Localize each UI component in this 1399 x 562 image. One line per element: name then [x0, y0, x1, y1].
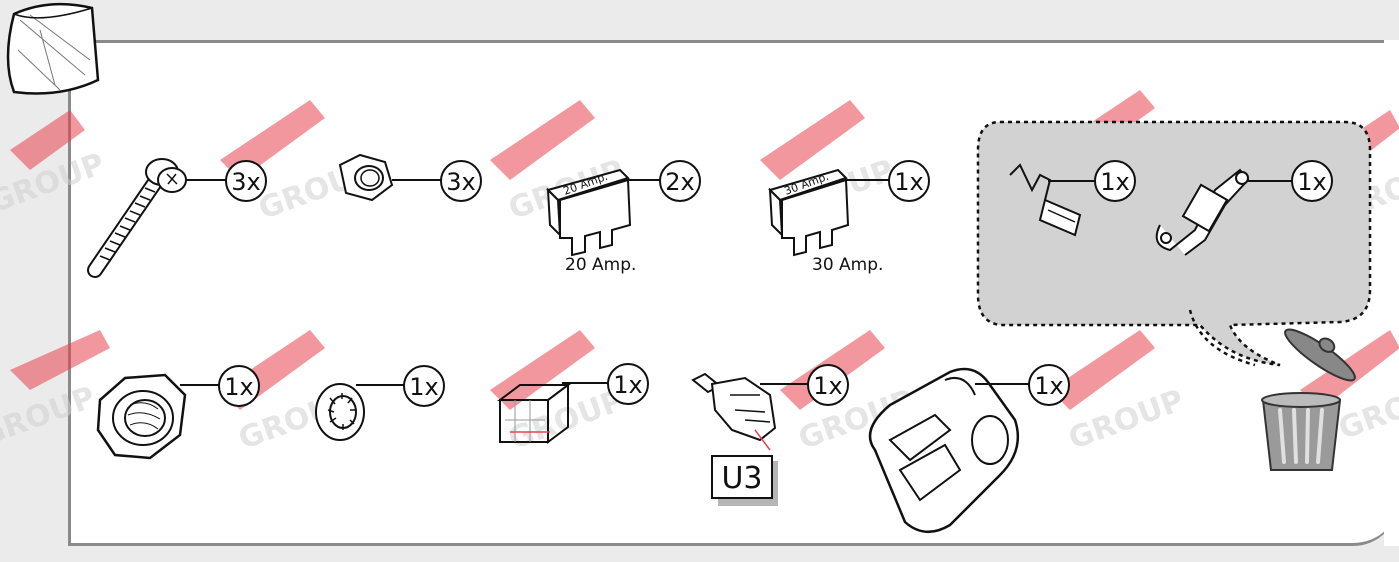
qty-bubble: [807, 364, 849, 406]
part-rubber-boot: 1x: [868, 364, 1070, 533]
qty-label: 3x: [446, 168, 475, 196]
qty-label: 1x: [1034, 372, 1063, 400]
part-fuse-30a: 30 Amp. 1x 30 Amp.: [768, 160, 930, 275]
panel-right-edge: [1384, 40, 1399, 546]
fuse-rating-label: 20 Amp.: [565, 255, 636, 275]
blade-fuse-icon: 30 Amp.: [768, 168, 850, 257]
discard-bubble-tail: [1188, 309, 1256, 367]
watermark-group-text: GROUP: [0, 380, 100, 454]
qty-bubble: [1094, 160, 1136, 202]
part-fuse-holder: 1x: [1155, 160, 1333, 256]
part-fuse-20a: 20 Amp. 2x 20 Amp.: [546, 160, 701, 275]
fuse-holder-icon: [1155, 168, 1250, 256]
qty-label: 1x: [613, 371, 642, 399]
qty-bubble: [659, 160, 701, 202]
qty-label: 1x: [813, 372, 842, 400]
trash-bin-icon: [1261, 328, 1356, 471]
clear-cover-icon: [497, 383, 571, 444]
flat-terminal-icon: [1009, 163, 1082, 237]
svc-logo-mark: [10, 330, 110, 390]
qty-bubble: [1291, 160, 1333, 202]
qty-label: 1x: [894, 168, 923, 196]
qty-bubble: [440, 160, 482, 202]
rubber-boot-icon: [868, 367, 1020, 533]
qty-label: 3x: [231, 168, 260, 196]
svc-logo-mark: [10, 110, 85, 170]
svc-logo-mark: [1050, 330, 1155, 410]
qty-bubble: [888, 160, 930, 202]
part-clear-cover: 1x: [497, 363, 649, 444]
part-lock-washer: 1x: [315, 365, 445, 441]
part-nut-large: 1x: [96, 365, 260, 460]
watermark-group-text: GROUP: [0, 147, 109, 221]
hex-nut-icon: [96, 373, 187, 460]
svc-logo-mark: [490, 100, 595, 180]
qty-bubble: [607, 363, 649, 405]
part-bolt: 3x: [87, 158, 267, 278]
qty-label: 1x: [224, 373, 253, 401]
qty-bubble: [1028, 364, 1070, 406]
lock-washer-icon: [315, 383, 365, 441]
svc-logo-mark: [490, 330, 595, 410]
qty-bubble: [225, 160, 267, 202]
qty-label: 2x: [665, 168, 694, 196]
qty-bubble: [403, 365, 445, 407]
qty-label: 1x: [409, 373, 438, 401]
part-flat-terminal: 1x: [1009, 160, 1136, 237]
bolt-icon: [87, 158, 187, 278]
qty-label: 1x: [1100, 168, 1129, 196]
qty-label: 1x: [1297, 168, 1326, 196]
part-nut-small: 3x: [338, 153, 482, 202]
hex-nut-icon: [338, 153, 394, 202]
fuse-rating-label: 30 Amp.: [812, 255, 883, 275]
part-connector-u3: 1x U3: [691, 364, 849, 506]
svc-logo-mark: [760, 100, 865, 180]
qty-bubble: [218, 365, 260, 407]
u3-label: U3: [721, 461, 762, 496]
u3-label-box: [711, 455, 773, 499]
parts-bag-icon: [6, 2, 100, 95]
svc-logo-mark: [220, 100, 325, 180]
connector-icon: [691, 372, 777, 451]
